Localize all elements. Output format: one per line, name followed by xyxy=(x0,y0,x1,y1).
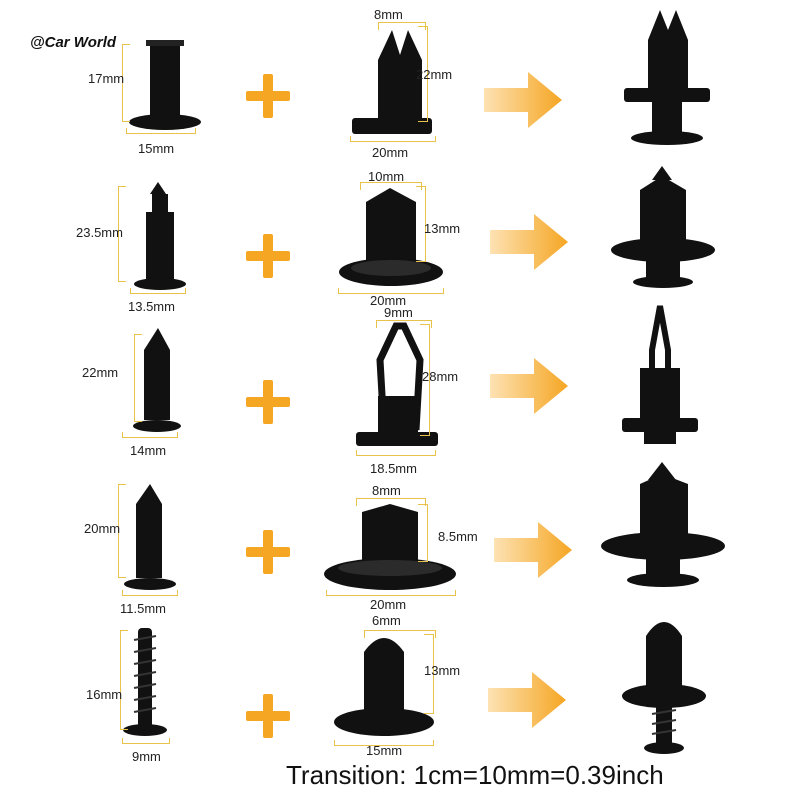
dimension-label: 23.5mm xyxy=(76,225,123,240)
dimension-label: 13.5mm xyxy=(128,299,175,314)
dimension-label: 16mm xyxy=(86,687,123,702)
dimension-label: 28mm xyxy=(422,369,459,384)
dimension-label: 14mm xyxy=(130,443,167,458)
plus-icon xyxy=(246,694,290,738)
arrow-right-icon xyxy=(490,358,568,414)
dimension-label: 13mm xyxy=(424,221,461,236)
dimension-label: 20mm xyxy=(370,293,407,308)
plus-icon xyxy=(246,234,290,278)
dimension-label: 15mm xyxy=(138,141,175,156)
dimension-label: 17mm xyxy=(88,71,125,86)
dimension-label: 9mm xyxy=(132,749,161,764)
dimension-label: 9mm xyxy=(384,305,413,320)
arrow-right-icon xyxy=(484,72,562,128)
plus-icon xyxy=(246,530,290,574)
dimension-label: 22mm xyxy=(82,365,119,380)
dimension-label: 8mm xyxy=(374,7,403,22)
dimension-label: 20mm xyxy=(84,521,121,536)
dimension-label: 8mm xyxy=(372,483,401,498)
dimension-label: 13mm xyxy=(424,663,461,678)
dimension-label: 8.5mm xyxy=(438,529,478,544)
plus-icon xyxy=(246,380,290,424)
dimension-label: 18.5mm xyxy=(370,461,417,476)
arrow-right-icon xyxy=(490,214,568,270)
dimension-label: 20mm xyxy=(370,597,407,612)
unit-conversion-note: Transition: 1cm=10mm=0.39inch xyxy=(286,760,664,790)
dimension-label: 11.5mm xyxy=(120,601,166,616)
dimension-label: 22mm xyxy=(416,67,453,82)
dimension-label: 10mm xyxy=(368,169,405,184)
dimension-label: 6mm xyxy=(372,613,401,628)
watermark: @Car World xyxy=(30,34,117,51)
dimension-label: 20mm xyxy=(372,145,409,160)
plus-icon xyxy=(246,74,290,118)
dimension-label: 15mm xyxy=(366,743,403,758)
arrow-right-icon xyxy=(494,522,572,578)
arrow-right-icon xyxy=(488,672,566,728)
